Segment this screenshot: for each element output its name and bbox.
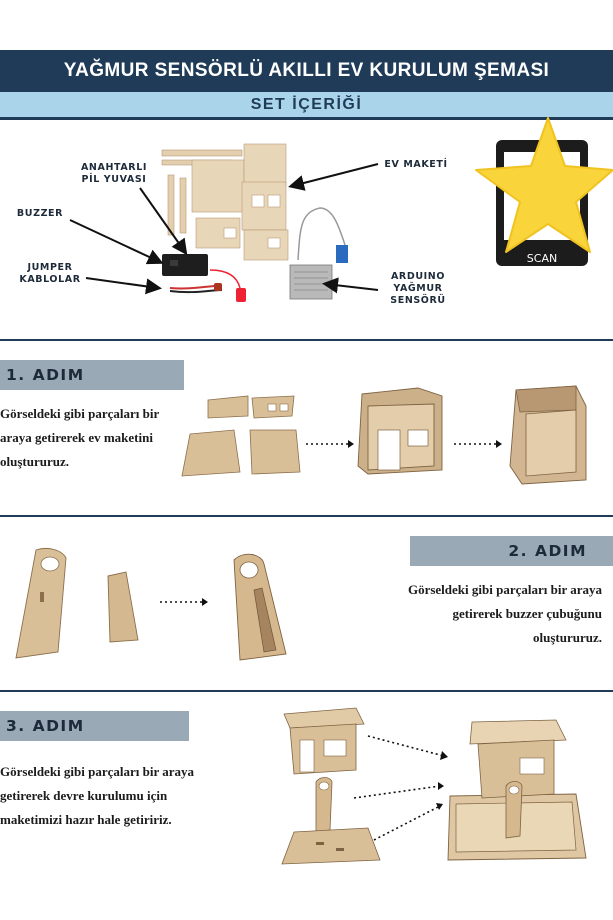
step-1-illustration — [181, 385, 587, 485]
arrow-house-model — [288, 163, 379, 191]
label-rain-sensor: ARDUINO YAĞMUR SENSÖRÜ — [390, 271, 446, 306]
step-1-flat-parts-image — [181, 395, 301, 477]
step-2-text: Görseldeki gibi parçaları bir araya geti… — [407, 582, 602, 645]
step-2-illustration — [15, 547, 287, 661]
step-2-tab: 2. ADIM — [410, 536, 613, 566]
step-1-open-box-image — [509, 385, 587, 485]
step-3-tab: 3. ADIM — [0, 711, 189, 741]
divider-3 — [0, 690, 613, 692]
label-buzzer: BUZZER — [16, 208, 64, 219]
step-3-arrow-c — [373, 805, 441, 841]
set-contents-illustration — [69, 143, 379, 302]
step-3-illustration — [281, 707, 587, 865]
page-title: YAĞMUR SENSÖRLÜ AKILLI EV KURULUM ŞEMASI — [63, 60, 550, 81]
step-1-tab: 1. ADIM — [0, 360, 184, 390]
divider-2 — [0, 515, 613, 517]
wooden-parts-image — [161, 143, 289, 261]
step-2-assembled-image — [233, 553, 287, 661]
set-contents-title: SET İÇERİĞİ — [250, 95, 363, 113]
qr-scan-text: SCAN — [527, 252, 557, 265]
star-sticker-icon — [475, 117, 613, 253]
step-3-text: Görseldeki gibi parçaları bir araya geti… — [0, 764, 195, 827]
step-3-label: 3. ADIM — [6, 717, 85, 735]
arrow-buzzer — [69, 219, 164, 265]
arrow-rain-sensor — [322, 277, 379, 294]
jumper-cables-image — [169, 269, 246, 302]
step-2-small-piece-image — [107, 571, 139, 643]
battery-holder-image — [162, 254, 208, 276]
label-house-model: EV MAKETİ — [384, 159, 448, 170]
step-3-arrow-b — [353, 785, 441, 799]
arrow-battery-holder — [139, 187, 188, 256]
step-1-box-image — [357, 387, 443, 475]
step-3-base-image — [281, 827, 381, 865]
step-1-label: 1. ADIM — [6, 366, 85, 384]
step-3-rod-image — [315, 777, 333, 833]
set-contents-banner: SET İÇERİĞİ — [0, 92, 613, 120]
title-banner: YAĞMUR SENSÖRLÜ AKILLI EV KURULUM ŞEMASI — [0, 50, 613, 92]
step-3-arrow-a — [367, 735, 445, 757]
divider-1 — [0, 339, 613, 341]
step-3-house-image — [283, 707, 365, 775]
top-margin — [0, 0, 613, 50]
step-2-long-piece-image — [15, 547, 67, 659]
label-battery-holder: ANAHTARLI PİL YUVASI — [80, 162, 147, 185]
step-2-label: 2. ADIM — [508, 542, 587, 560]
qr-badge: SCAN — [475, 117, 613, 266]
step-3-assembled-house-image — [447, 719, 587, 861]
arrow-jumper-cables — [85, 277, 162, 295]
step-1-text: Görseldeki gibi parçaları bir araya geti… — [0, 406, 160, 469]
label-jumper-cables: JUMPER KABLOLAR — [19, 262, 81, 285]
